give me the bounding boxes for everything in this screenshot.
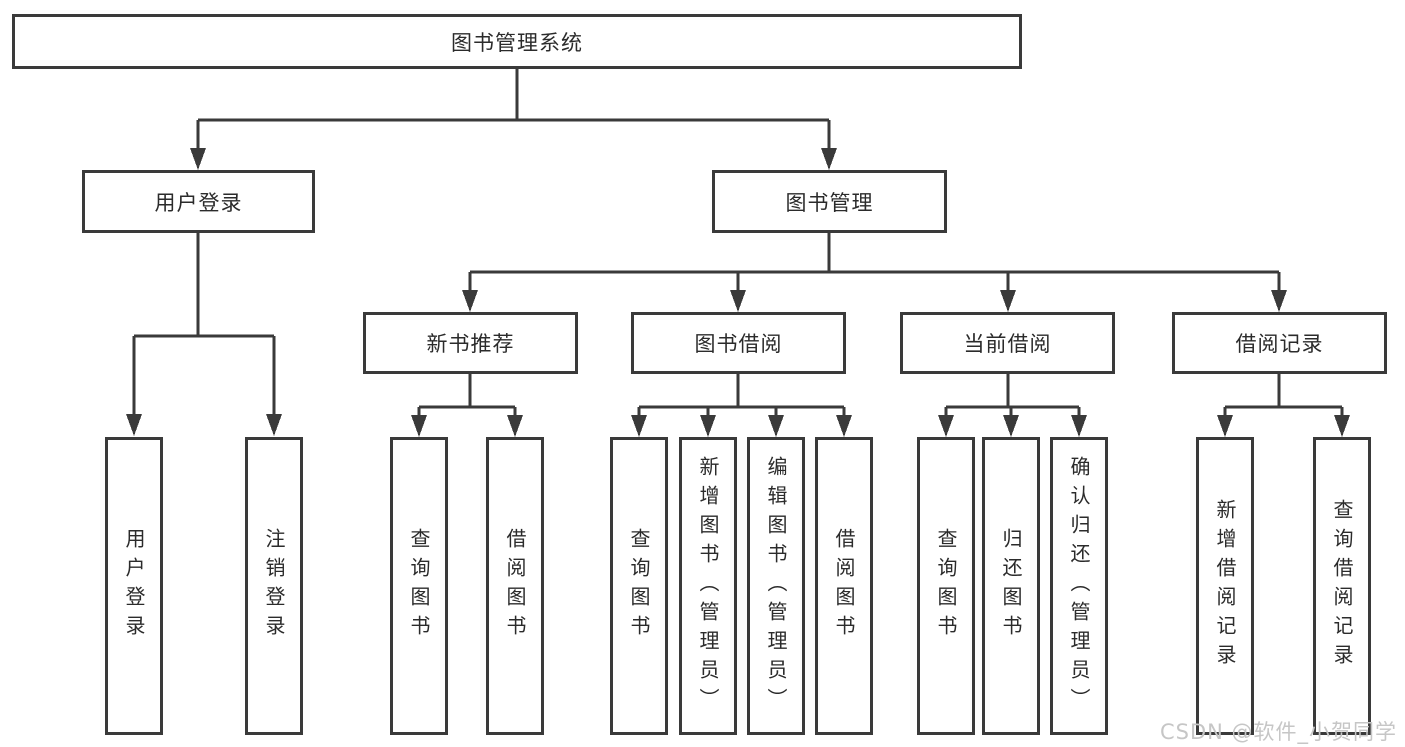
node-leaf-borrow-books-1: 借阅图书 (486, 437, 544, 735)
node-leaf-confirm-return-admin-label: 确认归还（管理员） (1067, 455, 1091, 717)
node-leaf-query-books-3: 查询图书 (917, 437, 975, 735)
node-leaf-edit-books-admin: 编辑图书（管理员） (747, 437, 805, 735)
node-user-login: 用户登录 (82, 170, 315, 233)
node-leaf-query-books-2: 查询图书 (610, 437, 668, 735)
node-leaf-user-login-label: 用户登录 (122, 528, 146, 644)
node-book-borrow: 图书借阅 (631, 312, 846, 374)
node-leaf-return-books: 归还图书 (982, 437, 1040, 735)
node-current-borrow: 当前借阅 (900, 312, 1115, 374)
node-book-borrow-label: 图书借阅 (694, 332, 783, 356)
node-leaf-query-books-1: 查询图书 (390, 437, 448, 735)
node-leaf-user-login: 用户登录 (105, 437, 163, 735)
node-user-login-label: 用户登录 (154, 190, 243, 215)
node-leaf-query-books-2-label: 查询图书 (627, 528, 651, 644)
node-leaf-add-books-admin-label: 新增图书（管理员） (696, 455, 720, 717)
node-leaf-query-books-1-label: 查询图书 (407, 528, 431, 644)
node-current-borrow-label: 当前借阅 (963, 332, 1052, 356)
node-leaf-logout: 注销登录 (245, 437, 303, 735)
node-new-book-recommend-label: 新书推荐 (426, 332, 515, 356)
node-book-management: 图书管理 (712, 170, 947, 233)
csdn-watermark: CSDN @软件_小贺同学 (1160, 720, 1398, 744)
node-leaf-return-books-label: 归还图书 (999, 528, 1023, 644)
node-leaf-add-books-admin: 新增图书（管理员） (679, 437, 737, 735)
node-library-system: 图书管理系统 (12, 14, 1022, 69)
node-leaf-query-borrow-record-label: 查询借阅记录 (1330, 499, 1354, 673)
node-borrow-records: 借阅记录 (1172, 312, 1387, 374)
node-leaf-borrow-books-2-label: 借阅图书 (832, 528, 856, 644)
node-leaf-logout-label: 注销登录 (262, 528, 286, 644)
node-leaf-add-borrow-record: 新增借阅记录 (1196, 437, 1254, 735)
node-new-book-recommend: 新书推荐 (363, 312, 578, 374)
node-leaf-query-borrow-record: 查询借阅记录 (1313, 437, 1371, 735)
node-leaf-add-borrow-record-label: 新增借阅记录 (1213, 499, 1237, 673)
node-borrow-records-label: 借阅记录 (1235, 332, 1324, 356)
node-leaf-borrow-books-2: 借阅图书 (815, 437, 873, 735)
node-leaf-confirm-return-admin: 确认归还（管理员） (1050, 437, 1108, 735)
node-leaf-borrow-books-1-label: 借阅图书 (503, 528, 527, 644)
node-book-management-label: 图书管理 (785, 190, 874, 215)
node-leaf-query-books-3-label: 查询图书 (934, 528, 958, 644)
node-leaf-edit-books-admin-label: 编辑图书（管理员） (764, 455, 788, 717)
node-library-system-label: 图书管理系统 (451, 30, 583, 55)
